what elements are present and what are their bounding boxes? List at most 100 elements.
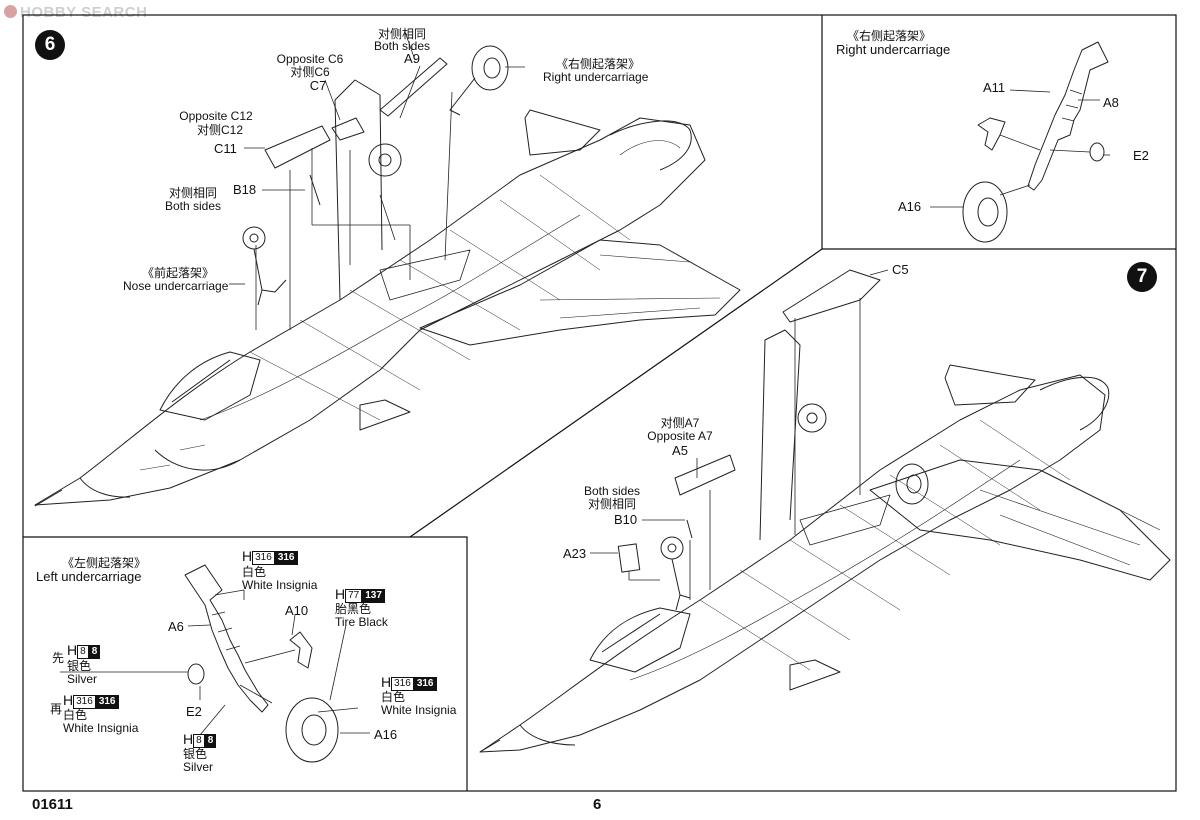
hcode-letter: H xyxy=(183,731,194,747)
paint-chip-316: 316 xyxy=(73,695,96,709)
step6-opposite-c6-en: Opposite C6 xyxy=(276,52,344,66)
step6-right-uc-cn: 《右侧起落架》 xyxy=(556,57,641,71)
step6-fin xyxy=(334,79,383,301)
left-box-77-en: Tire Black xyxy=(335,615,388,629)
diagonal-divider xyxy=(409,248,823,538)
step6-label-a9: A9 xyxy=(404,51,420,66)
paint-chip-8-dark: 8 xyxy=(88,645,101,659)
paint-chip-316: 316 xyxy=(252,551,275,565)
right-box-label-a16: A16 xyxy=(898,199,922,214)
step7-main-wheel xyxy=(895,463,929,505)
step6-number: 6 xyxy=(35,30,65,60)
step6-tailplane xyxy=(359,399,411,431)
step6-label-c11: C11 xyxy=(214,141,237,156)
right-box-part-a11 xyxy=(977,117,1006,151)
step6-both-sides-cn: 对侧相同 xyxy=(377,27,426,41)
step6-nose-uc-en: Nose undercarriage xyxy=(123,279,229,293)
paint-chip-8: 8 xyxy=(77,645,89,659)
left-box-8-bottom-en: Silver xyxy=(183,760,214,774)
hcode-letter: H xyxy=(242,548,253,564)
step6-opposite-c6-cn: 对侧C6 xyxy=(290,65,330,79)
step6-opposite-c12-en: Opposite C12 xyxy=(179,109,253,123)
left-box-wheel-a16 xyxy=(285,697,339,763)
right-box-title-en: Right undercarriage xyxy=(836,42,951,57)
right-box-label-a11: A11 xyxy=(983,80,1006,95)
product-code: 01611 xyxy=(32,796,73,813)
outer-border xyxy=(22,14,1177,792)
left-box-8-first-en: Silver xyxy=(67,672,98,686)
left-box-316-top-cn: 白色 xyxy=(242,565,267,579)
step7-part-b10 xyxy=(686,519,693,539)
left-box-316-top-en: White Insignia xyxy=(242,578,318,592)
step7-part-a23 xyxy=(617,543,641,573)
step7-fin xyxy=(759,329,801,541)
left-box-label-a16: A16 xyxy=(374,727,398,742)
left-box-316-wheel-cn: 白色 xyxy=(381,690,406,704)
step7-canard xyxy=(944,364,1036,406)
hcode-letter: H xyxy=(335,586,346,602)
step7-canopy xyxy=(589,607,691,673)
step6-both-sides2-cn: 对侧相同 xyxy=(168,186,217,200)
step6-label-c7: C7 xyxy=(309,78,327,93)
left-box-border xyxy=(23,536,468,791)
left-box-316-wheel-en: White Insignia xyxy=(381,703,457,717)
hobby-search-logo-icon xyxy=(4,5,17,18)
right-box-label-a8: A8 xyxy=(1103,95,1119,110)
step6-both-sides-en: Both sides xyxy=(373,39,431,53)
left-box-part-a6 xyxy=(184,564,269,713)
left-box-label-e2: E2 xyxy=(186,704,202,719)
right-box-title-cn: 《右侧起落架》 xyxy=(847,29,932,43)
step7-label-c5: C5 xyxy=(892,262,909,277)
right-box-label-e2: E2 xyxy=(1133,148,1149,163)
step7-part-a5 xyxy=(674,454,736,496)
left-box-316-then-en: White Insignia xyxy=(63,721,139,735)
left-box-part-e2 xyxy=(187,663,205,685)
paint-chip-316-dark: 316 xyxy=(95,695,119,709)
left-box-8-bottom-cn: 银色 xyxy=(183,747,208,761)
step6-opposite-c12-cn: 对侧C12 xyxy=(196,123,243,137)
step7-number: 7 xyxy=(1127,262,1157,292)
step7-tailplane xyxy=(789,659,841,691)
step6-part-b18 xyxy=(309,174,321,206)
left-box-title-cn: 《左侧起落架》 xyxy=(62,556,147,570)
left-box-8-first-cn: 银色 xyxy=(67,659,92,673)
step6-canard xyxy=(524,109,601,156)
left-box-title-en: Left undercarriage xyxy=(36,569,142,584)
step6-canopy xyxy=(159,351,261,421)
hcode-letter: H xyxy=(63,692,74,708)
step6-wing xyxy=(419,239,741,346)
hcode-letter: H xyxy=(381,674,392,690)
left-box-then-cn: 再 xyxy=(50,702,63,716)
step7-label-a5: A5 xyxy=(672,443,688,458)
step7-opposite-a7-en: Opposite A7 xyxy=(647,429,713,443)
step6-label-b18: B18 xyxy=(233,182,257,197)
left-box-77-cn: 胎黑色 xyxy=(335,602,372,616)
step7-label-a23: A23 xyxy=(563,546,587,561)
paint-chip-316-dark: 316 xyxy=(274,551,298,565)
watermark-text: HOBBY SEARCH xyxy=(20,4,148,21)
step7-wing xyxy=(869,459,1171,581)
right-box-wheel-a16 xyxy=(962,181,1008,243)
left-box-316-then-cn: 白色 xyxy=(63,708,88,722)
step7-both-sides-cn: 对侧相同 xyxy=(587,497,636,511)
step7-label-b10: B10 xyxy=(614,512,638,527)
paint-chip-8: 8 xyxy=(193,734,205,748)
left-box-label-a10: A10 xyxy=(285,603,309,618)
page-number: 6 xyxy=(593,796,602,813)
step7-opposite-a7-cn: 对侧A7 xyxy=(660,416,700,430)
step7-both-sides-en: Both sides xyxy=(583,484,641,498)
step6-part-c11 xyxy=(264,125,331,169)
hcode-letter: H xyxy=(67,642,78,658)
step6-right-uc-en: Right undercarriage xyxy=(543,70,649,84)
left-box-part-a10 xyxy=(289,631,313,669)
